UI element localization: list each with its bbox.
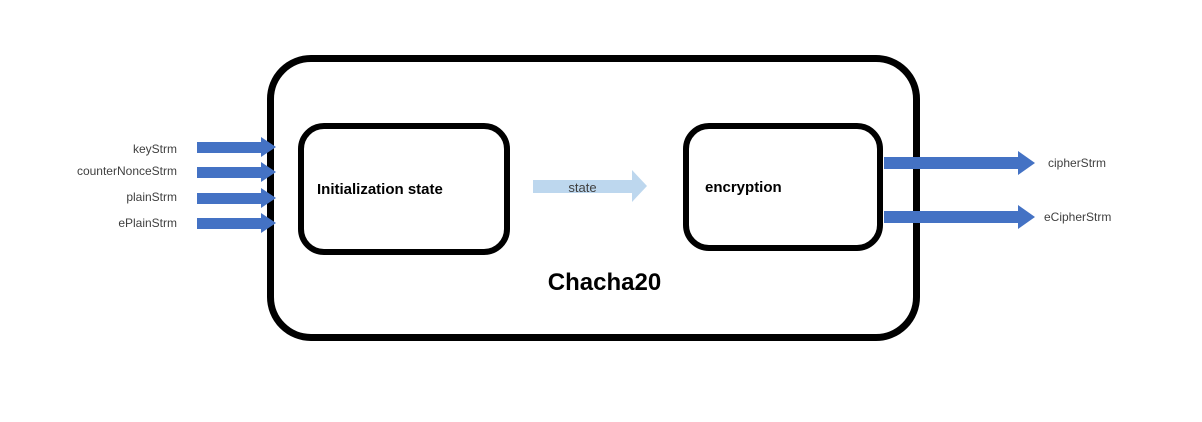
arrow-shaft [197, 217, 261, 229]
arrow-head [261, 162, 276, 182]
arrow-head [261, 213, 276, 233]
input-arrow-plainstrm-icon [197, 188, 276, 208]
arrow-head [261, 137, 276, 157]
arrow-shaft [197, 166, 261, 178]
input-arrow-eplainstrm-icon [197, 213, 276, 233]
arrow-shaft [197, 192, 261, 204]
output-label-cipherstrm: cipherStrm [1048, 156, 1107, 170]
arrow-head [1018, 151, 1035, 175]
arrow-shaft [197, 141, 261, 153]
input-label-counternoncestrm: counterNonceStrm [76, 164, 177, 178]
arrow-head [1018, 205, 1035, 229]
output-arrow-ecipherstrm-icon [884, 205, 1035, 229]
initialization-state-block: Initialization state [298, 123, 510, 255]
arrow-shaft [884, 157, 1018, 169]
input-arrow-keystrm-icon [197, 137, 276, 157]
input-label-keystrm: keyStrm [132, 142, 177, 156]
arrow-shaft [533, 179, 632, 193]
input-label-plainstrm: plainStrm [126, 190, 177, 204]
input-arrow-counternoncestrm-icon [197, 162, 276, 182]
arrow-head [261, 188, 276, 208]
output-arrow-cipherstrm-icon [884, 151, 1035, 175]
diagram-title: Chacha20 [547, 269, 662, 296]
output-label-ecipherstrm: eCipherStrm [1044, 210, 1112, 224]
encryption-label: encryption [705, 178, 782, 196]
initialization-state-label: Initialization state [317, 180, 443, 198]
state-flow-arrow-icon [533, 170, 647, 202]
arrow-head [632, 170, 647, 202]
encryption-block: encryption [683, 123, 883, 251]
arrow-shaft [884, 211, 1018, 223]
input-label-eplainstrm: ePlainStrm [118, 216, 177, 230]
state-flow-label: state [568, 180, 597, 195]
